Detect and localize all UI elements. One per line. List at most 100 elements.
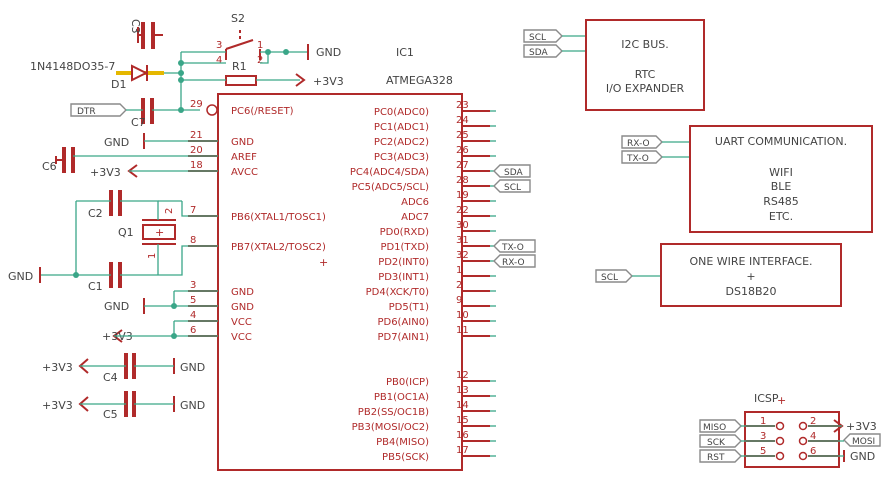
vcc-label-icsp: +3V3 bbox=[846, 420, 877, 433]
ic-right-pin-number: 9 bbox=[456, 295, 462, 306]
ic-right-pin-number: 23 bbox=[456, 100, 469, 111]
capacitor-c2: C2 bbox=[88, 190, 122, 220]
mosi-text-icsp: MOSI bbox=[852, 437, 875, 447]
ic-right-pin-name: PD1(TXD) bbox=[380, 242, 429, 253]
ic-right-pin-name: PB2(SS/OC1B) bbox=[358, 407, 429, 418]
switch-s2: S2 3 4 1 2 bbox=[216, 12, 263, 66]
ic-left-pin-number: 4 bbox=[190, 310, 196, 321]
gnd-label-c4: GND bbox=[180, 361, 205, 374]
ic-right-pin-number: 31 bbox=[456, 235, 469, 246]
txo-net-label-ic: TX-O bbox=[493, 239, 536, 253]
ic-right-pin-name: PD3(INT1) bbox=[378, 272, 429, 283]
gnd-symbol-pin3: GND bbox=[104, 298, 145, 314]
s2-pin-4: 4 bbox=[216, 55, 222, 66]
ic-right-pin-name: PB5(SCK) bbox=[382, 452, 429, 463]
ic-right-pin-name: PC5(ADC5/SCL) bbox=[352, 182, 429, 193]
i2c-line-rtc: RTC bbox=[635, 68, 656, 81]
rxo-net-label-ic: RX-O bbox=[493, 254, 536, 268]
ic-right-pin-name: ADC7 bbox=[401, 212, 429, 223]
d1-part-label: 1N4148DO35-7 bbox=[30, 60, 115, 73]
ic-left-pin-name: PB7(XTAL2/TOSC2) bbox=[231, 242, 326, 253]
icsp-pin-number: 2 bbox=[810, 416, 816, 427]
ic-right-pin-name: PB1(OC1A) bbox=[374, 392, 429, 403]
ic-left-pin-name: VCC bbox=[231, 317, 252, 328]
s2-label: S2 bbox=[231, 12, 245, 25]
icsp-pin-number: 1 bbox=[760, 416, 766, 427]
ic-right-pin-name: PC0(ADC0) bbox=[374, 107, 429, 118]
ic-left-pin-number: 3 bbox=[190, 280, 196, 291]
gnd-label-s2: GND bbox=[316, 46, 341, 59]
ic-right-pin-number: 19 bbox=[456, 190, 469, 201]
ic-right-pin-number: 11 bbox=[456, 325, 469, 336]
ic-left-pin-name: GND bbox=[231, 302, 254, 313]
uart-title: UART COMMUNICATION. bbox=[715, 135, 847, 148]
icsp-pin-number: 5 bbox=[760, 446, 766, 457]
ic-right-pin-number: 28 bbox=[456, 175, 469, 186]
miso-net-label-icsp: MISO bbox=[699, 419, 742, 433]
icsp-pad bbox=[775, 451, 785, 461]
ic-right-pin-number: 1 bbox=[456, 265, 462, 276]
rst-net-label-icsp: RST bbox=[699, 449, 742, 463]
c7-label: C7 bbox=[131, 116, 146, 129]
icsp-origin-cross: + bbox=[777, 394, 786, 407]
ic-right-pin-name: PD0(RXD) bbox=[380, 227, 429, 238]
dtr-text: DTR bbox=[77, 107, 96, 117]
c5-label: C5 bbox=[103, 408, 118, 421]
ic-right-pin-name: PD4(XCK/T0) bbox=[366, 287, 429, 298]
uart-line-wifi: WIFI bbox=[769, 166, 793, 179]
gnd-label-pin21: GND bbox=[104, 136, 129, 149]
ic-right-pin-number: 13 bbox=[456, 385, 469, 396]
decoupling-c4: +3V3 C4 GND bbox=[42, 353, 205, 384]
s2-pin-3: 3 bbox=[216, 40, 222, 51]
icsp-pad bbox=[798, 421, 808, 431]
onewire-title: ONE WIRE INTERFACE. bbox=[689, 255, 812, 268]
c3-label: C3 bbox=[129, 19, 142, 34]
ic-right-pin-number: 12 bbox=[456, 370, 469, 381]
ic-left-pin-name: AVCC bbox=[231, 167, 258, 178]
ic-right-pin-number: 15 bbox=[456, 415, 469, 426]
s2-pin-1: 1 bbox=[257, 40, 263, 51]
i2c-title: I2C BUS. bbox=[621, 38, 669, 51]
scl-net-label-ic: SCL bbox=[493, 179, 531, 193]
ic-right-pin-name: ADC6 bbox=[401, 197, 429, 208]
ic-left-pin-number: 18 bbox=[190, 160, 203, 171]
ic-right-pin-name: PD2(INT0) bbox=[378, 257, 429, 268]
ic-left-pin-number: 8 bbox=[190, 235, 196, 246]
ic-right-pin-number: 26 bbox=[456, 145, 469, 156]
gnd-symbol-pin21: GND bbox=[104, 133, 145, 149]
q1-label: Q1 bbox=[118, 226, 134, 239]
rst-text-icsp: RST bbox=[707, 453, 725, 463]
ic-origin-cross: + bbox=[319, 256, 328, 269]
ic-left-pin-name: AREF bbox=[231, 152, 257, 163]
sda-text-ic: SDA bbox=[504, 168, 523, 178]
ic-right-pin-number: 27 bbox=[456, 160, 469, 171]
ic-right-pin-name: PB0(ICP) bbox=[386, 377, 429, 388]
q1-center-cross: + bbox=[155, 226, 164, 239]
icsp-pad bbox=[775, 421, 785, 431]
d1-label: D1 bbox=[111, 78, 126, 91]
ic-right-pin-number: 30 bbox=[456, 220, 469, 231]
icsp-label: ICSP bbox=[754, 392, 779, 405]
ic-right-pin-number: 22 bbox=[456, 205, 469, 216]
resistor-r1: R1 bbox=[225, 60, 257, 86]
gnd-label-icsp: GND bbox=[850, 450, 875, 463]
sck-text-icsp: SCK bbox=[707, 438, 726, 448]
capacitor-c1: C1 bbox=[88, 262, 122, 293]
ic-ref: IC1 bbox=[396, 46, 414, 59]
scl-text-i2c: SCL bbox=[529, 33, 546, 43]
gnd-label-c5: GND bbox=[180, 399, 205, 412]
onewire-block bbox=[660, 243, 842, 307]
ic-right-pin-number: 32 bbox=[456, 250, 469, 261]
diode-d1: 1N4148DO35-7 D1 bbox=[30, 60, 164, 91]
txo-text-ic: TX-O bbox=[501, 243, 524, 253]
scl-net-label-onewire: SCL bbox=[595, 269, 633, 283]
ic-left-pin-number: 29 bbox=[190, 99, 203, 110]
icsp-pin-number: 4 bbox=[810, 431, 816, 442]
ic-left-pin-name: PB6(XTAL1/TOSC1) bbox=[231, 212, 326, 223]
dtr-net-label: DTR bbox=[70, 103, 127, 117]
ic-right-pin-name: PD5(T1) bbox=[389, 302, 429, 313]
scl-net-label-i2c: SCL bbox=[523, 29, 563, 43]
vcc-symbol-r1: +3V3 bbox=[295, 73, 344, 88]
ic-left-pin-number: 21 bbox=[190, 130, 203, 141]
c6-label: C6 bbox=[42, 160, 57, 173]
